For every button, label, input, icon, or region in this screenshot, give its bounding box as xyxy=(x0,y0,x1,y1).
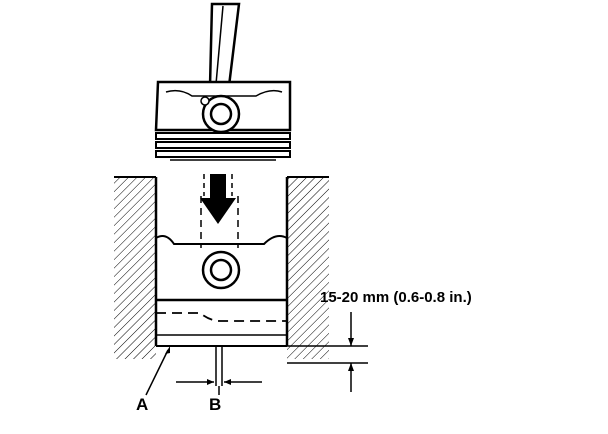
piston-ring-1 xyxy=(155,132,291,140)
callout-a-label: A xyxy=(136,395,149,414)
upper-piston xyxy=(154,80,292,161)
insertion-arrow-icon xyxy=(200,174,236,224)
cylinder-bottom-edge xyxy=(156,345,287,386)
depth-dimension xyxy=(287,312,368,392)
piston-ring-3 xyxy=(155,150,291,158)
depth-dimension-label: 15-20 mm (0.6-0.8 in.) xyxy=(320,289,472,306)
gap-b-dimension xyxy=(176,379,262,395)
cylinder-wall-right xyxy=(285,176,329,359)
piston-ring-2 xyxy=(155,141,291,149)
callout-a-leader xyxy=(145,346,170,396)
wrist-pin-upper xyxy=(209,102,233,126)
connecting-rod xyxy=(208,2,241,88)
cylinder-wall-left xyxy=(114,176,158,359)
callout-b-label: B xyxy=(209,395,222,414)
wrist-pin-lower xyxy=(209,258,233,282)
lower-piston xyxy=(155,196,288,336)
